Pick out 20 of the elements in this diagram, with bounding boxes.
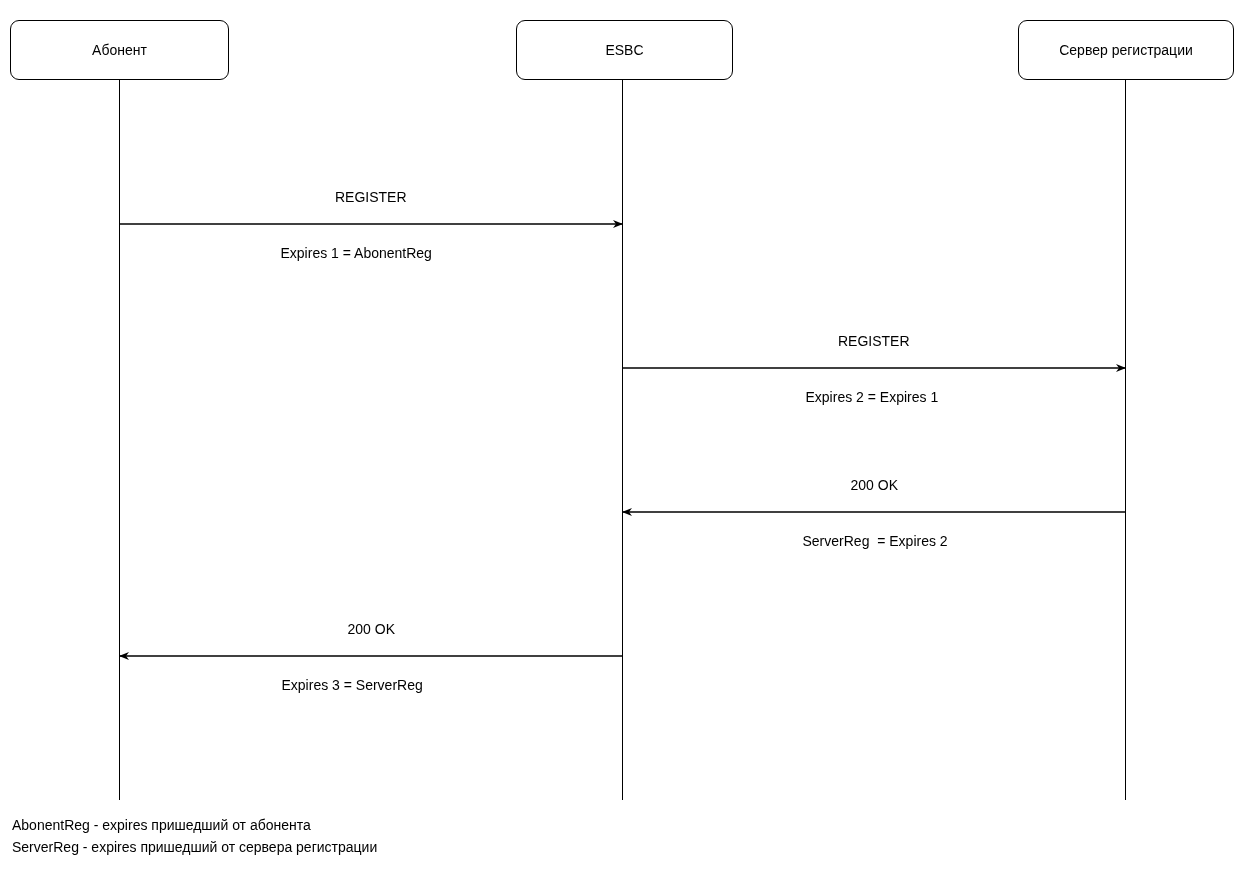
lifeline [622, 80, 623, 800]
lifeline [119, 80, 120, 800]
footnote: ServerReg - expires пришедший от сервера регистрации [12, 838, 378, 856]
message-arrow [622, 364, 1126, 372]
message-label: REGISTER [335, 188, 407, 206]
participant-box: Абонент [10, 20, 229, 80]
message-label: REGISTER [838, 332, 910, 350]
message-label: 200 OK [850, 476, 898, 494]
message-arrow [119, 652, 623, 660]
lifeline [1125, 80, 1126, 800]
message-note: Expires 1 = AbonentReg [280, 244, 432, 262]
participant-box: Сервер регистрации [1018, 20, 1234, 80]
footnote: AbonentReg - expires пришедший от абонента [12, 816, 311, 834]
participant-box: ESBC [516, 20, 733, 80]
message-arrow [622, 508, 1126, 516]
message-label: 200 OK [347, 620, 395, 638]
message-note: ServerReg = Expires 2 [802, 532, 948, 550]
message-note: Expires 2 = Expires 1 [805, 388, 939, 406]
message-note: Expires 3 = ServerReg [281, 676, 423, 694]
message-arrow [119, 220, 623, 228]
